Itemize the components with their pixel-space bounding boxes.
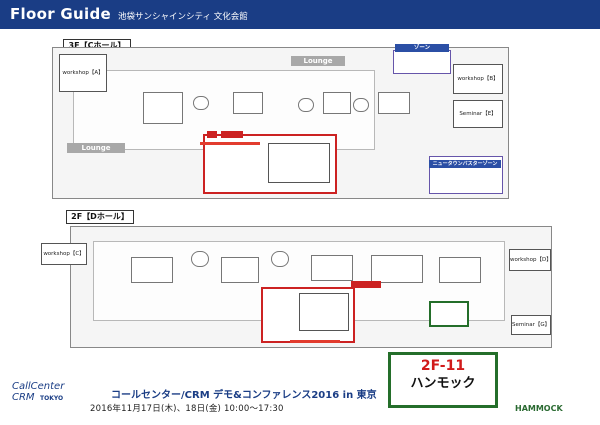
room-seminar-g: Seminar【G】 bbox=[511, 315, 551, 335]
room-workshop-c: workshop【C】 bbox=[41, 243, 87, 265]
logo-text-crm: CRM bbox=[12, 392, 35, 403]
room-workshop-a: workshop【A】 bbox=[59, 54, 107, 92]
room-seminar-e: Seminar【E】 bbox=[453, 100, 503, 128]
room-workshop-b: workshop【B】 bbox=[453, 64, 503, 94]
venue-name: 池袋サンシャインシティ 文化会館 bbox=[118, 12, 248, 22]
entrance-badge bbox=[207, 131, 217, 138]
seminar-schedule-2f bbox=[299, 293, 349, 331]
demo-zone-frame bbox=[393, 50, 451, 74]
booth-group bbox=[143, 92, 183, 124]
booth-group bbox=[311, 255, 353, 281]
lounge-3f-top: Lounge bbox=[291, 56, 345, 66]
highlight-company-name: ハンモック bbox=[410, 376, 476, 391]
booth-group bbox=[131, 257, 173, 283]
booth-group bbox=[323, 92, 351, 114]
pillar bbox=[271, 251, 289, 267]
floor-label-2f: 2F【Dホール】 bbox=[66, 210, 134, 224]
booth-group bbox=[221, 257, 259, 283]
floor-plan-2f: workshop【C】 workshop【D】 Seminar【G】 bbox=[41, 226, 552, 348]
booth-group bbox=[371, 255, 423, 283]
hammock-logo: HAMMOCK bbox=[515, 404, 563, 413]
callcenter-logo: CallCenter CRM TOKYO bbox=[12, 381, 65, 403]
zone-label-newtown: ニュータウンバスターゾーン bbox=[429, 160, 501, 168]
page-title: Floor Guide bbox=[10, 5, 111, 23]
booth-group bbox=[439, 257, 481, 283]
reception-badge bbox=[351, 281, 381, 288]
highlight-booth-number: 2F-11 bbox=[420, 358, 466, 374]
floor-plan-3f: workshop【A】 workshop【B】 Seminar【E】 Loung… bbox=[52, 44, 509, 199]
room-workshop-d: workshop【D】 bbox=[509, 249, 552, 271]
reception-badge bbox=[221, 131, 243, 138]
pillar bbox=[191, 251, 209, 267]
zone-label-demo: ゾーン bbox=[395, 44, 449, 52]
event-dates: 2016年11月17日(木)、18日(金) 10:00～17:30 bbox=[90, 404, 284, 414]
seminar-schedule-3f bbox=[268, 143, 330, 183]
booth-group bbox=[378, 92, 410, 114]
highlight-box: 2F-11 ハンモック bbox=[388, 352, 498, 408]
booth-group bbox=[233, 92, 263, 114]
logo-text-callcenter: CallCenter bbox=[12, 381, 65, 392]
logo-text-tokyo: TOKYO bbox=[40, 395, 63, 402]
header-bar: Floor Guide 池袋サンシャインシティ 文化会館 bbox=[0, 0, 600, 29]
pillar bbox=[193, 96, 209, 110]
lounge-3f-left: Lounge bbox=[67, 143, 125, 153]
booth-2f-11 bbox=[429, 301, 469, 327]
route-arrow bbox=[200, 142, 260, 145]
event-title: コールセンター/CRM デモ&コンファレンス2016 in 東京 bbox=[111, 390, 377, 401]
pillar bbox=[353, 98, 369, 112]
pillar bbox=[298, 98, 314, 112]
route-arrow bbox=[290, 340, 340, 343]
